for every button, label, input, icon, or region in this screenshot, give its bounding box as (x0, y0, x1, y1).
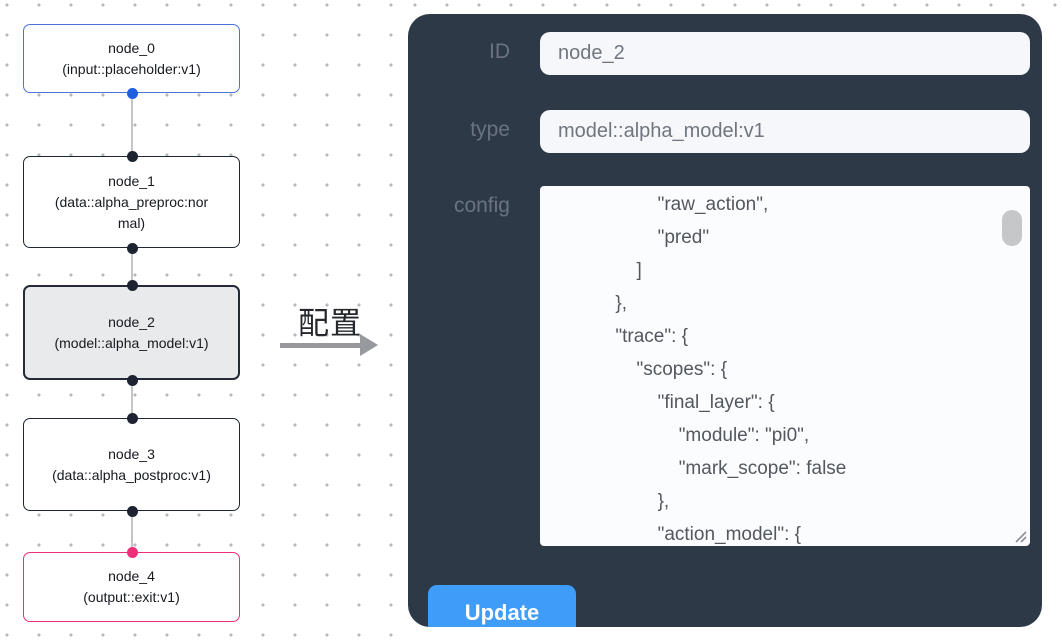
connection-handle-node2-out[interactable] (127, 374, 138, 386)
config-field-label: config (453, 194, 510, 217)
connection-handle-node2-in[interactable] (127, 279, 138, 291)
graph-node-node_3[interactable]: node_3 (data::alpha_postproc:v1) (23, 418, 240, 511)
connection-handle-node1-out[interactable] (127, 242, 138, 254)
transition-annotation: 配置 (278, 298, 382, 360)
node-subtitle: (input::placeholder:v1) (62, 60, 201, 77)
connection-handle-node3-out[interactable] (127, 505, 138, 517)
config-panel: ID type config "raw_action", "pred" ] },… (408, 14, 1042, 627)
scrollbar-thumb[interactable] (1002, 210, 1022, 246)
update-button[interactable]: Update (428, 585, 576, 627)
graph-node-node_1[interactable]: node_1 (data::alpha_preproc:normal) (23, 156, 240, 248)
node-subtitle: (model::alpha_model:v1) (54, 334, 209, 351)
arrow-right-icon (360, 334, 378, 356)
config-editor: "raw_action", "pred" ] }, "trace": { "sc… (540, 186, 1030, 546)
id-input[interactable] (540, 32, 1030, 75)
pipeline-graph: node_0 (input::placeholder:v1) node_1 (d… (23, 0, 240, 643)
type-input[interactable] (540, 110, 1030, 153)
edge-node1-node2 (131, 248, 133, 285)
id-field-label: ID (489, 40, 510, 63)
graph-node-node_2-selected[interactable]: node_2 (model::alpha_model:v1) (23, 285, 240, 380)
connection-handle-node4-in[interactable] (127, 546, 138, 558)
dot-grid-background (408, 0, 1062, 14)
node-subtitle: (data::alpha_preproc:normal) (54, 193, 209, 231)
connection-handle-node0-out[interactable] (127, 87, 138, 99)
arrow-right-icon (280, 343, 360, 348)
graph-node-node_0[interactable]: node_0 (input::placeholder:v1) (23, 24, 240, 93)
config-textarea[interactable]: "raw_action", "pred" ] }, "trace": { "sc… (540, 186, 1030, 546)
transition-label: 配置 (298, 306, 362, 341)
graph-node-node_4[interactable]: node_4 (output::exit:v1) (23, 552, 240, 622)
edge-node0-node1 (131, 93, 133, 156)
connection-handle-node3-in[interactable] (127, 412, 138, 424)
node-subtitle: (output::exit:v1) (83, 589, 180, 605)
edge-node3-node4 (131, 511, 133, 552)
connection-handle-node1-in[interactable] (127, 150, 138, 162)
node-title: node_4 (108, 568, 155, 584)
node-title: node_3 (108, 445, 155, 462)
node-title: node_1 (108, 172, 155, 189)
type-field-label: type (470, 118, 510, 141)
node-subtitle: (data::alpha_postproc:v1) (52, 466, 211, 483)
resize-handle-icon[interactable] (1012, 528, 1027, 543)
node-title: node_0 (108, 39, 155, 56)
edge-node2-node3 (131, 380, 133, 418)
node-title: node_2 (108, 313, 155, 330)
